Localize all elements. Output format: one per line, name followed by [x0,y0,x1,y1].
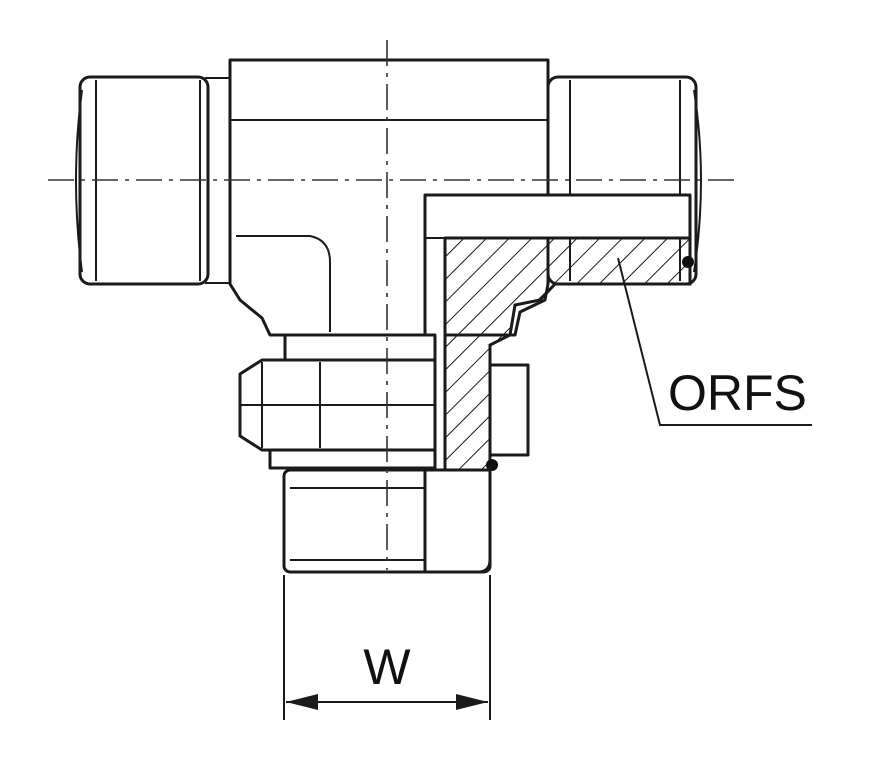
dimension-arrow-left [286,694,318,710]
width-dimension-label: W [363,639,411,695]
dimension-arrow-right [456,694,488,710]
o-ring-seal-right [682,256,694,268]
orfs-callout: ORFS [617,257,812,426]
width-dimension: W [283,575,491,720]
o-ring-seal-bottom [486,459,498,471]
orfs-label: ORFS [668,365,807,421]
